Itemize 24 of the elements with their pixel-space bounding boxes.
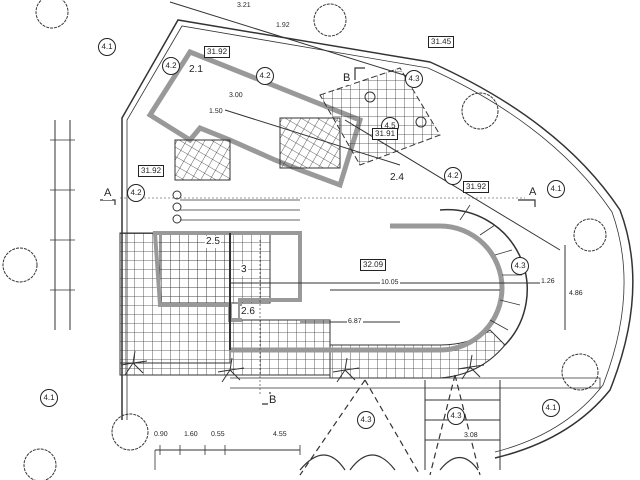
room-number: 2.6 [240,306,256,318]
callout-number: 4.1 [542,399,560,417]
callout-number: 4.1 [98,38,116,56]
callout-number: 4.2 [256,67,274,85]
room-number: 3 [240,264,248,276]
elevation-tag: 31.92 [138,165,164,177]
elevation-tag: 31.45 [428,36,454,48]
room-number: 2.5 [205,236,221,248]
callout-number: 4.3 [405,70,423,88]
callout-number: 4.2 [162,57,180,75]
elevation-tag: 32.09 [360,259,386,271]
callout-number: 4.3 [511,257,529,275]
elevation-tag: 31.91 [372,128,398,140]
callout-number: 4.2 [127,184,145,202]
callout-number: 4.3 [357,411,375,429]
section-marker-letter: A [103,187,112,200]
elevation-tag: 31.92 [463,181,490,193]
callout-number: 4.2 [444,167,462,185]
callout-number: 4.1 [40,389,58,407]
callout-number: 4.3 [447,407,465,425]
callout-number: 4.1 [547,180,565,198]
section-marker-letter: B [342,72,352,85]
section-marker-letter: B [268,394,278,407]
elevation-tag: 31.92 [204,46,230,58]
